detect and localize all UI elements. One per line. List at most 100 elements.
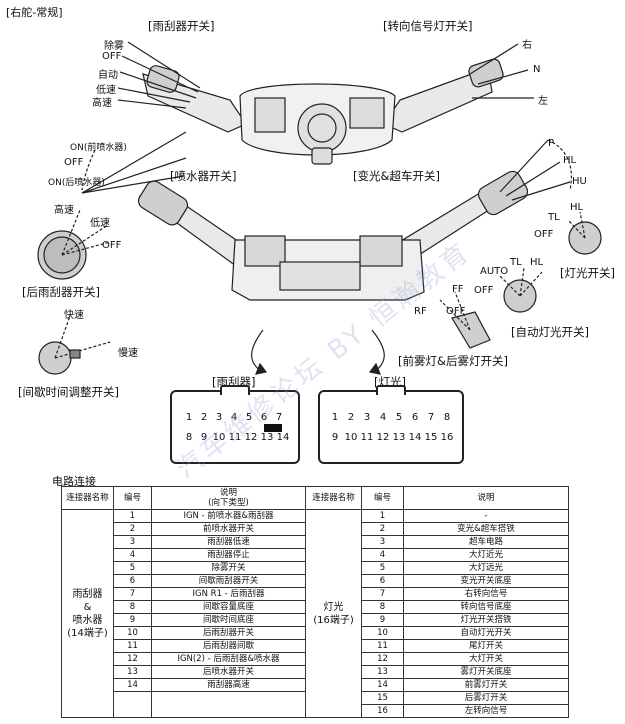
right-connector-name: 灯光(16端子) <box>305 509 362 718</box>
auto-light-pos-hl: HL <box>530 257 544 268</box>
right-pin-description: 大灯远光 <box>403 561 569 575</box>
wiper-pin-10: 10 <box>212 432 226 443</box>
left-pin-number: 7 <box>113 587 152 601</box>
wiper-pin-9: 9 <box>200 432 208 443</box>
wiper-pin-8: 8 <box>185 432 193 443</box>
header-connector-left: 连接器名称 <box>61 486 114 510</box>
right-pin-description: 灯光开关搭铁 <box>403 613 569 627</box>
wiper-pin-2: 2 <box>200 412 208 423</box>
left-pin-description: 雨刮器停止 <box>151 548 306 562</box>
light-switch-title: [灯光开关] <box>560 266 615 280</box>
turn-pos-left: 左 <box>538 96 548 107</box>
left-pin-number: 3 <box>113 535 152 549</box>
wiper-pin-7: 7 <box>275 412 283 423</box>
light-pos-hl: HL <box>570 202 584 213</box>
dimmer-pos-hu: HU <box>572 176 587 187</box>
right-pin-description: 自动灯光开关 <box>403 626 569 640</box>
wiper-pin-4: 4 <box>230 412 238 423</box>
left-pin-number: 1 <box>113 509 152 523</box>
light-pin-14: 14 <box>408 432 422 443</box>
light-pin-12: 12 <box>376 432 390 443</box>
light-pin-6: 6 <box>411 412 419 423</box>
right-pin-description: 右转向信号 <box>403 587 569 601</box>
left-pin-number: 14 <box>113 678 152 692</box>
right-pin-number: 3 <box>361 535 404 549</box>
right-pin-number: 1 <box>361 509 404 523</box>
light-pin-2: 2 <box>347 412 355 423</box>
right-pin-number: 11 <box>361 639 404 653</box>
dimmer-pos-p: P <box>548 138 555 149</box>
left-pin-description: 雨刮器低速 <box>151 535 306 549</box>
light-pin-16: 16 <box>440 432 454 443</box>
wiper-pin-14: 14 <box>276 432 290 443</box>
light-pos-off: OFF <box>534 229 554 240</box>
light-connector: 1 2 3 4 5 6 7 8 9 10 11 12 13 14 15 16 <box>318 385 464 464</box>
light-pin-4: 4 <box>379 412 387 423</box>
wiper-pos-defog: 除雾 <box>104 41 124 52</box>
wiper-pin-3: 3 <box>215 412 223 423</box>
light-pin-11: 11 <box>360 432 374 443</box>
right-pin-number: 16 <box>361 704 404 718</box>
left-pin-number: 8 <box>113 600 152 614</box>
right-pin-number: 14 <box>361 678 404 692</box>
left-pin-description: 间歇雨刮器开关 <box>151 574 306 588</box>
light-pin-15: 15 <box>424 432 438 443</box>
right-pin-description: 变光开关底座 <box>403 574 569 588</box>
left-pin-description: 雨刮器高速 <box>151 678 306 692</box>
intermittent-pos-slow: 慢速 <box>118 348 138 359</box>
left-pin-description: 后雨刮器开关 <box>151 626 306 640</box>
header-number-right: 编号 <box>361 486 404 510</box>
rear-wiper-pos-low: 低速 <box>90 218 110 229</box>
wiper-pin-5: 5 <box>245 412 253 423</box>
washer-switch-title: [喷水器开关] <box>170 169 237 183</box>
right-pin-number: 13 <box>361 665 404 679</box>
right-pin-number: 8 <box>361 600 404 614</box>
table-header-row: 连接器名称 编号 说明 (向下类型) 连接器名称 编号 说明 <box>61 486 569 510</box>
washer-pos-off: OFF <box>64 157 84 168</box>
left-pin-description: 前喷水器开关 <box>151 522 306 536</box>
intermittent-switch-title: [间歇时间调整开关] <box>18 385 119 399</box>
left-pin-description: 间歇容量底座 <box>151 600 306 614</box>
left-pin-number: 5 <box>113 561 152 575</box>
header-description-right: 说明 <box>403 486 569 510</box>
wiper-pos-off: OFF <box>102 51 122 62</box>
auto-light-pos-auto: AUTO <box>480 266 509 277</box>
fog-pos-ff: FF <box>452 284 464 295</box>
rear-wiper-pos-off: OFF <box>102 240 122 251</box>
circuit-title: 电路连接 <box>52 475 96 488</box>
left-pin-description: IGN(2) - 后雨刮器&喷水器 <box>151 652 306 666</box>
light-pin-13: 13 <box>392 432 406 443</box>
wiper-pin-6: 6 <box>260 412 268 423</box>
left-empty-cell <box>151 691 306 718</box>
fog-pos-rf: RF <box>414 306 427 317</box>
wiper-pin-12: 12 <box>244 432 258 443</box>
light-pin-7: 7 <box>427 412 435 423</box>
light-pin-9: 9 <box>331 432 339 443</box>
left-pin-number: 12 <box>113 652 152 666</box>
light-pos-tl: TL <box>548 212 560 223</box>
right-pin-number: 12 <box>361 652 404 666</box>
switch-line-art <box>37 41 602 375</box>
right-pin-description: 超车电路 <box>403 535 569 549</box>
right-pin-description: 转向信号底座 <box>403 600 569 614</box>
left-empty-cell <box>113 691 152 718</box>
left-pin-number: 2 <box>113 522 152 536</box>
header-number-left: 编号 <box>113 486 152 510</box>
left-pin-number: 13 <box>113 665 152 679</box>
wiper-pos-auto: 自动 <box>98 70 118 81</box>
right-pin-number: 10 <box>361 626 404 640</box>
left-pin-number: 6 <box>113 574 152 588</box>
auto-light-pos-tl: TL <box>510 257 522 268</box>
right-pin-description: 左转向信号 <box>403 704 569 718</box>
wiper-connector: 1 2 3 4 5 6 7 8 9 10 11 12 13 14 <box>170 385 300 464</box>
left-pin-number: 11 <box>113 639 152 653</box>
left-pin-number: 4 <box>113 548 152 562</box>
left-connector-name: 雨刮器&喷水器(14端子) <box>61 509 114 718</box>
